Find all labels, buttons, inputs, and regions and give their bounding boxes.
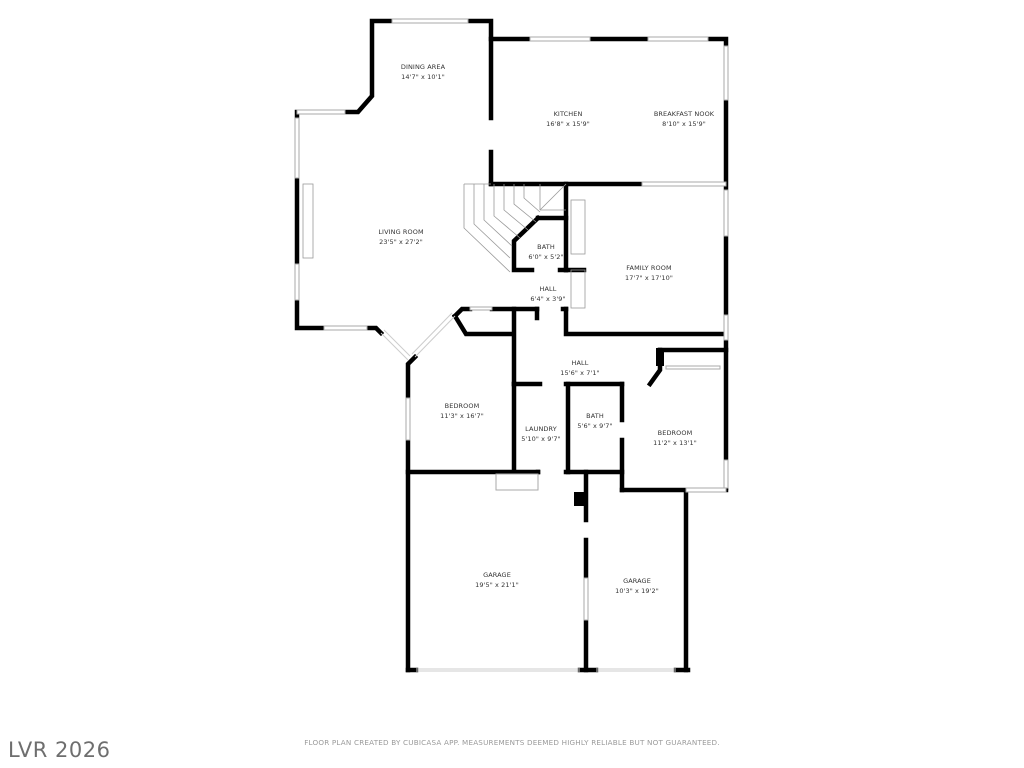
room-dims: 8'10" x 15'9" <box>662 120 706 128</box>
room-garage-1: GARAGE 19'5" x 21'1" <box>475 570 519 590</box>
room-dims: 17'7" x 17'10" <box>625 274 673 282</box>
doors-open <box>380 312 676 672</box>
room-dims: 6'4" x 3'9" <box>530 295 566 303</box>
room-dims: 15'6" x 7'1" <box>560 369 600 377</box>
room-breakfast-nook: BREAKFAST NOOK 8'10" x 15'9" <box>654 109 714 129</box>
room-dims: 11'2" x 13'1" <box>653 439 697 447</box>
column <box>656 348 664 366</box>
room-dims: 5'6" x 9'7" <box>577 422 613 430</box>
room-dims: 16'8" x 15'9" <box>546 120 590 128</box>
room-name: HALL <box>539 285 557 293</box>
room-living-room: LIVING ROOM 23'5" x 27'2" <box>378 227 423 247</box>
room-bedroom-2: BEDROOM 11'2" x 13'1" <box>653 428 697 448</box>
room-dims: 10'3" x 19'2" <box>615 587 659 595</box>
room-name: DINING AREA <box>400 63 446 71</box>
room-name: HALL <box>571 359 589 367</box>
room-dims: 6'0" x 5'2" <box>528 253 564 261</box>
room-name: BREAKFAST NOOK <box>653 110 715 118</box>
room-name: GARAGE <box>483 571 511 579</box>
staircase <box>302 183 586 309</box>
disclaimer: FLOOR PLAN CREATED BY CUBICASA APP. MEAS… <box>304 738 720 747</box>
room-laundry: LAUNDRY 5'10" x 9'7" <box>521 424 560 444</box>
room-bedroom-1: BEDROOM 11'3" x 16'7" <box>440 401 484 421</box>
room-dims: 19'5" x 21'1" <box>475 581 519 589</box>
room-name: KITCHEN <box>553 110 583 118</box>
room-name: BEDROOM <box>444 402 480 410</box>
room-dims: 23'5" x 27'2" <box>379 238 423 246</box>
room-hall-1: HALL 6'4" x 3'9" <box>530 284 565 304</box>
room-dining-area: DINING AREA 14'7" x 10'1" <box>401 62 445 82</box>
room-hall-2: HALL 15'6" x 7'1" <box>560 358 599 378</box>
room-name: BATH <box>586 412 604 420</box>
room-name: GARAGE <box>623 577 651 585</box>
room-bath-1: BATH 6'0" x 5'2" <box>528 242 563 262</box>
watermark: LVR 2026 <box>8 738 111 762</box>
windows <box>294 18 729 621</box>
room-kitchen: KITCHEN 16'8" x 15'9" <box>546 109 590 129</box>
room-name: BATH <box>537 243 555 251</box>
room-garage-2: GARAGE 10'3" x 19'2" <box>615 576 659 596</box>
room-dims: 5'10" x 9'7" <box>521 435 561 443</box>
room-name: LIVING ROOM <box>378 228 424 236</box>
room-dims: 11'3" x 16'7" <box>440 412 484 420</box>
column <box>574 492 586 506</box>
room-dims: 14'7" x 10'1" <box>401 73 445 81</box>
room-name: FAMILY ROOM <box>626 264 672 272</box>
room-bath-2: BATH 5'6" x 9'7" <box>577 411 612 431</box>
room-name: LAUNDRY <box>525 425 557 433</box>
room-name: BEDROOM <box>657 429 693 437</box>
room-family-room: FAMILY ROOM 17'7" x 17'10" <box>625 263 673 283</box>
